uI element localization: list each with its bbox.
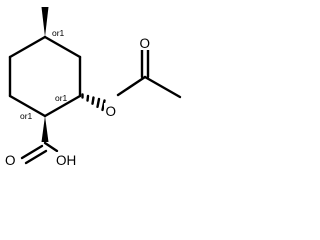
acid-carbonyl-double-bond-a <box>20 144 44 160</box>
ring-bond-top-left <box>8 35 47 59</box>
chemical-structure: O O O OH or1 or1 or1 <box>4 7 182 168</box>
ester-o-to-carbonyl-bond <box>116 75 147 97</box>
ester-oxygen-hashed-bond <box>81 93 106 112</box>
acid-carbonyl-oxygen-label: O <box>5 153 16 168</box>
ester-oxygen-label: O <box>106 104 117 119</box>
stereo-label-bottom: or1 <box>20 111 33 121</box>
acetyl-methyl-bond <box>143 75 182 99</box>
stereo-label-middle: or1 <box>55 93 68 103</box>
methyl-wedge-bond <box>41 7 49 37</box>
ring-bond-bottom-left <box>8 94 47 118</box>
stereo-label-top: or1 <box>52 28 65 38</box>
acid-carbonyl-double-bond-b <box>24 149 48 165</box>
acid-hydroxyl-bond <box>43 141 59 153</box>
ring-bond-bottom-right <box>43 94 82 118</box>
ester-carbonyl-oxygen-label: O <box>140 36 151 51</box>
ring-bond-top-right <box>43 35 82 59</box>
acid-hydroxyl-label: OH <box>56 153 76 168</box>
carboxyl-wedge-bond <box>41 116 49 142</box>
